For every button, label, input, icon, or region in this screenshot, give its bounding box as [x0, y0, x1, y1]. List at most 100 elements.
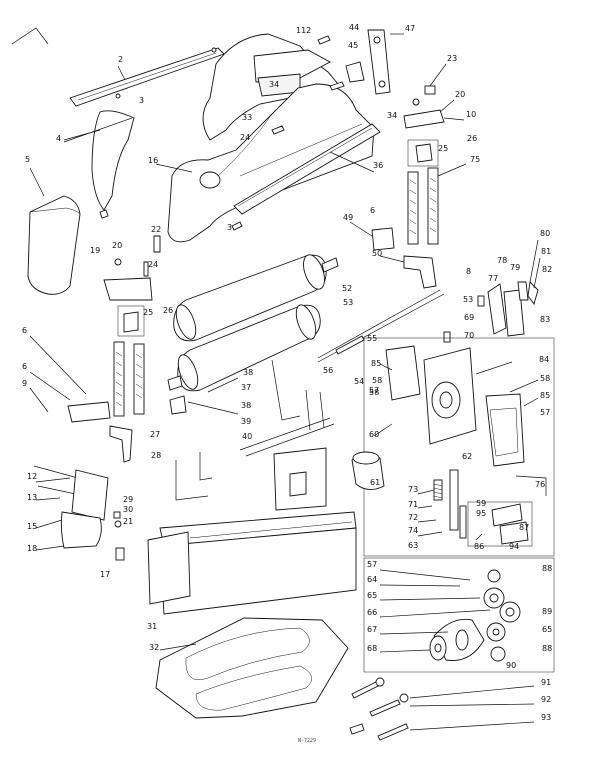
part-38-39-blocks	[169, 377, 239, 415]
callout-53: 53	[463, 295, 473, 304]
part-5-end-cap	[27, 167, 81, 295]
left-brackets	[29, 335, 133, 463]
callout-39: 39	[241, 417, 251, 426]
callout-16: 16	[148, 156, 158, 165]
callout-44: 44	[349, 23, 359, 32]
callout-58: 58	[540, 374, 550, 383]
top-housing	[202, 33, 339, 141]
part-2-rail	[69, 47, 225, 107]
callout-62: 62	[462, 452, 472, 461]
callout-38: 38	[243, 368, 253, 377]
callout-57: 57	[369, 386, 379, 395]
callout-70: 70	[464, 331, 474, 340]
reference-code: N-7229	[298, 738, 316, 744]
callout-4: 4	[56, 134, 61, 143]
part-52-53-rods	[317, 289, 445, 363]
left-spring-assembly	[103, 235, 161, 417]
callout-86: 86	[474, 542, 484, 551]
part-47-bracket	[345, 29, 404, 95]
callout-92: 92	[541, 695, 551, 704]
callout-26: 26	[467, 134, 477, 143]
callout-61: 61	[370, 478, 380, 487]
left-lower-parts	[33, 465, 125, 561]
callout-47: 47	[405, 24, 415, 33]
callout-112: 112	[296, 26, 311, 35]
callout-82: 82	[542, 265, 552, 274]
callout-75: 75	[470, 155, 480, 164]
callout-6: 6	[370, 206, 375, 215]
callout-54: 54	[354, 377, 364, 386]
callout-85: 85	[540, 391, 550, 400]
callout-55: 55	[367, 334, 377, 343]
callout-10: 10	[466, 110, 476, 119]
callout-85: 85	[371, 359, 381, 368]
callout-20: 20	[112, 241, 122, 250]
detail-box-gear-housing	[363, 337, 555, 557]
parts-86-95-right-lower	[467, 475, 547, 547]
callout-68: 68	[367, 644, 377, 653]
callout-95: 95	[476, 509, 486, 518]
callout-78: 78	[497, 256, 507, 265]
callout-30: 30	[123, 505, 133, 514]
callout-94: 94	[509, 542, 519, 551]
small-hardware-29-30-21	[113, 511, 122, 528]
callout-81: 81	[541, 247, 551, 256]
callout-34: 34	[387, 111, 397, 120]
callout-17: 17	[100, 570, 110, 579]
callout-77: 77	[488, 274, 498, 283]
part-36-long-bar	[233, 123, 381, 215]
callout-63: 63	[408, 541, 418, 550]
callout-27: 27	[150, 430, 160, 439]
callout-65: 65	[367, 591, 377, 600]
small-screws	[99, 35, 345, 231]
callout-69: 69	[464, 313, 474, 322]
callout-45: 45	[348, 41, 358, 50]
callout-40: 40	[242, 432, 252, 441]
callout-93: 93	[541, 713, 551, 722]
callout-38: 38	[241, 401, 251, 410]
callout-12: 12	[27, 472, 37, 481]
callout-2: 2	[118, 55, 123, 64]
callout-5: 5	[25, 155, 30, 164]
callout-90: 90	[506, 661, 516, 670]
callout-65: 65	[542, 625, 552, 634]
callout-20: 20	[455, 90, 465, 99]
callout-24: 24	[240, 133, 250, 142]
roller-lower	[167, 304, 321, 392]
callout-9: 9	[22, 379, 27, 388]
callout-79: 79	[510, 263, 520, 272]
part-26-75-assembly-right	[407, 139, 467, 245]
callout-76: 76	[535, 480, 545, 489]
callout-58: 58	[369, 388, 379, 397]
callout-91: 91	[541, 678, 551, 687]
callout-6: 6	[22, 362, 27, 371]
callout-26: 26	[163, 306, 173, 315]
callout-25: 25	[143, 308, 153, 317]
callout-25: 25	[438, 144, 448, 153]
parts-71-74-shaft-group	[417, 469, 467, 539]
callout-64: 64	[367, 575, 377, 584]
callout-57: 57	[540, 408, 550, 417]
callout-8: 8	[466, 267, 471, 276]
callout-28: 28	[151, 451, 161, 460]
part-23-10-stack	[403, 63, 465, 129]
detail-box-gears	[363, 557, 555, 673]
callout-3: 3	[227, 223, 232, 232]
callout-23: 23	[447, 54, 457, 63]
callout-13: 13	[27, 493, 37, 502]
callout-18: 18	[27, 544, 37, 553]
callout-53: 53	[343, 298, 353, 307]
callout-67: 67	[367, 625, 377, 634]
callout-15: 15	[27, 522, 37, 531]
callout-6: 6	[22, 326, 27, 335]
callout-71: 71	[408, 500, 418, 509]
right-linkage-parts	[443, 239, 541, 343]
callout-89: 89	[542, 607, 552, 616]
callout-73: 73	[408, 485, 418, 494]
callout-80: 80	[540, 229, 550, 238]
part-16-cabinet-body	[155, 83, 375, 243]
part-49-50-linkage	[349, 221, 437, 289]
